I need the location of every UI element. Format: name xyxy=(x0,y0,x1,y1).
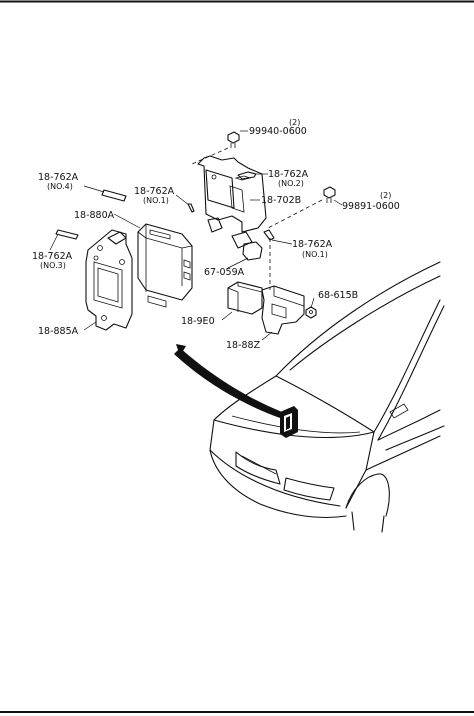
label-99891-0600: 99891-0600 xyxy=(342,201,400,212)
label-67-059A: 67-059A xyxy=(204,267,245,278)
qty-99891: (2) xyxy=(380,191,391,200)
clip-no2-icon xyxy=(237,171,257,180)
location-arrow xyxy=(174,348,282,418)
label-18-762A-no4-sub: (NO.4) xyxy=(47,182,73,191)
label-99940-0600: 99940-0600 xyxy=(249,126,307,137)
label-18-762A-no1b: 18-762A xyxy=(292,239,333,250)
ecu-18-880A xyxy=(137,223,193,308)
clip-no1-icon xyxy=(187,203,195,213)
label-18-885A: 18-885A xyxy=(38,326,79,337)
label-18-762A-no3: 18-762A xyxy=(32,251,73,262)
bracket-18-885A xyxy=(85,229,133,331)
label-18-762A-no3-sub: (NO.3) xyxy=(40,261,66,270)
relay-67-059A xyxy=(242,241,263,261)
label-68-615B: 68-615B xyxy=(318,290,358,301)
clip-no1b-icon xyxy=(263,229,275,241)
bolt-99891-icon xyxy=(323,186,336,203)
label-18-9E0: 18-9E0 xyxy=(181,316,215,327)
ecu-location-mark xyxy=(280,406,298,438)
label-18-88Z: 18-88Z xyxy=(226,340,261,351)
label-18-762A-no1a: 18-762A xyxy=(134,186,175,197)
vehicle-outline xyxy=(209,261,445,533)
label-18-762A-no1b-sub: (NO.1) xyxy=(302,250,328,259)
nut-68-615B-icon xyxy=(305,306,317,319)
label-18-880A: 18-880A xyxy=(74,210,115,221)
label-18-762A-no4: 18-762A xyxy=(38,172,79,183)
label-18-762A-no1a-sub: (NO.1) xyxy=(143,196,169,205)
module-18-9E0 xyxy=(227,281,263,315)
label-18-762A-no2-sub: (NO.2) xyxy=(278,179,304,188)
label-18-762A-no2: 18-762A xyxy=(268,169,309,180)
bracket-18-702B xyxy=(197,155,267,249)
label-strip-no3-icon xyxy=(55,229,79,240)
label-18-702B: 18-702B xyxy=(261,195,301,206)
qty-99940: (2) xyxy=(289,118,300,127)
bracket-18-88Z xyxy=(261,285,305,335)
bolt-99940-icon xyxy=(227,131,240,148)
label-strip-no4-icon xyxy=(101,189,127,202)
